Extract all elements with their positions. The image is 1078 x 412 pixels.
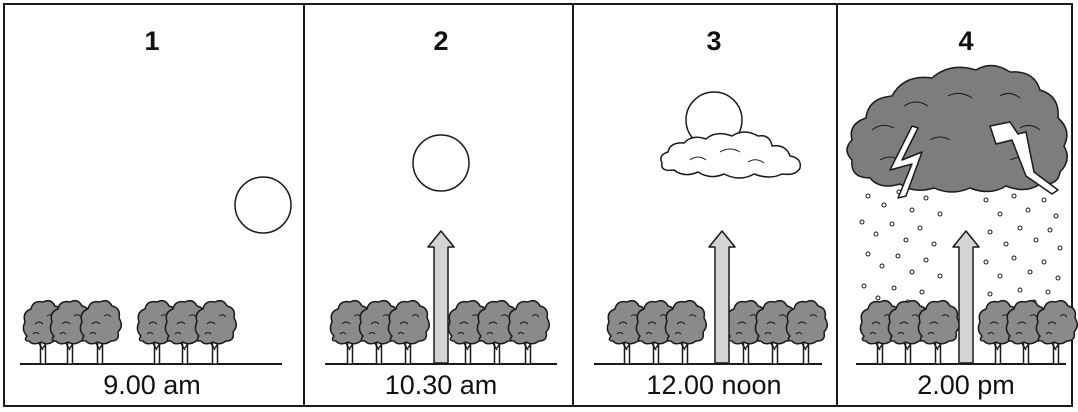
panel-divider	[572, 3, 574, 407]
tree-group	[22, 299, 238, 365]
rising-air-arrow	[708, 230, 736, 364]
time-label: 10.30 am	[384, 370, 498, 400]
panel-divider	[836, 3, 838, 407]
panel-number: 2	[433, 26, 449, 56]
panel-divider	[303, 3, 305, 407]
panel-2-scene	[325, 134, 557, 365]
rising-air-arrow	[952, 230, 980, 364]
panel-number: 3	[706, 26, 722, 56]
panel-4-scene	[846, 64, 1078, 365]
panel-3-scene	[594, 91, 829, 365]
panel-1-scene	[20, 176, 292, 365]
time-label: 12.00 noon	[646, 370, 782, 400]
rising-air-arrow	[427, 230, 455, 364]
time-label: 2.00 pm	[917, 370, 1015, 400]
sun-icon	[234, 176, 292, 234]
sun-icon	[412, 134, 470, 192]
lightning-bolt-icon	[989, 121, 1059, 195]
panel-number: 4	[958, 26, 974, 56]
cloud-icon	[660, 131, 802, 179]
panel-number: 1	[144, 26, 160, 56]
time-label: 9.00 am	[103, 370, 201, 400]
lightning-bolt-icon	[889, 125, 923, 199]
